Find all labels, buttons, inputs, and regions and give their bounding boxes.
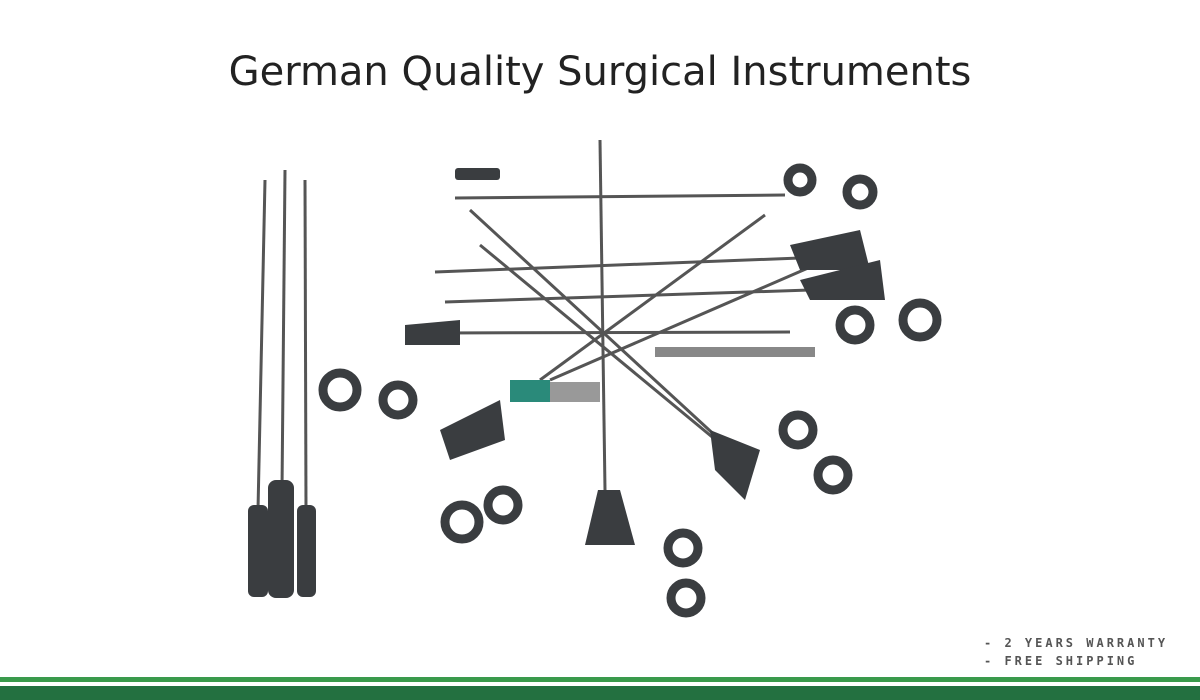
feature-shipping: - FREE SHIPPING — [984, 654, 1138, 668]
feature-warranty: - 2 YEARS WARRANTY — [984, 636, 1169, 650]
page-title: German Quality Surgical Instruments — [228, 48, 972, 95]
feature-list: - 2 YEARS WARRANTY - FREE SHIPPING — [984, 634, 1168, 670]
footer-stripe-light — [0, 677, 1200, 682]
instrument-shafts — [256, 139, 816, 511]
finger-rings — [318, 163, 942, 618]
instrument-handles — [248, 168, 885, 598]
footer-stripe-dark — [0, 686, 1200, 700]
